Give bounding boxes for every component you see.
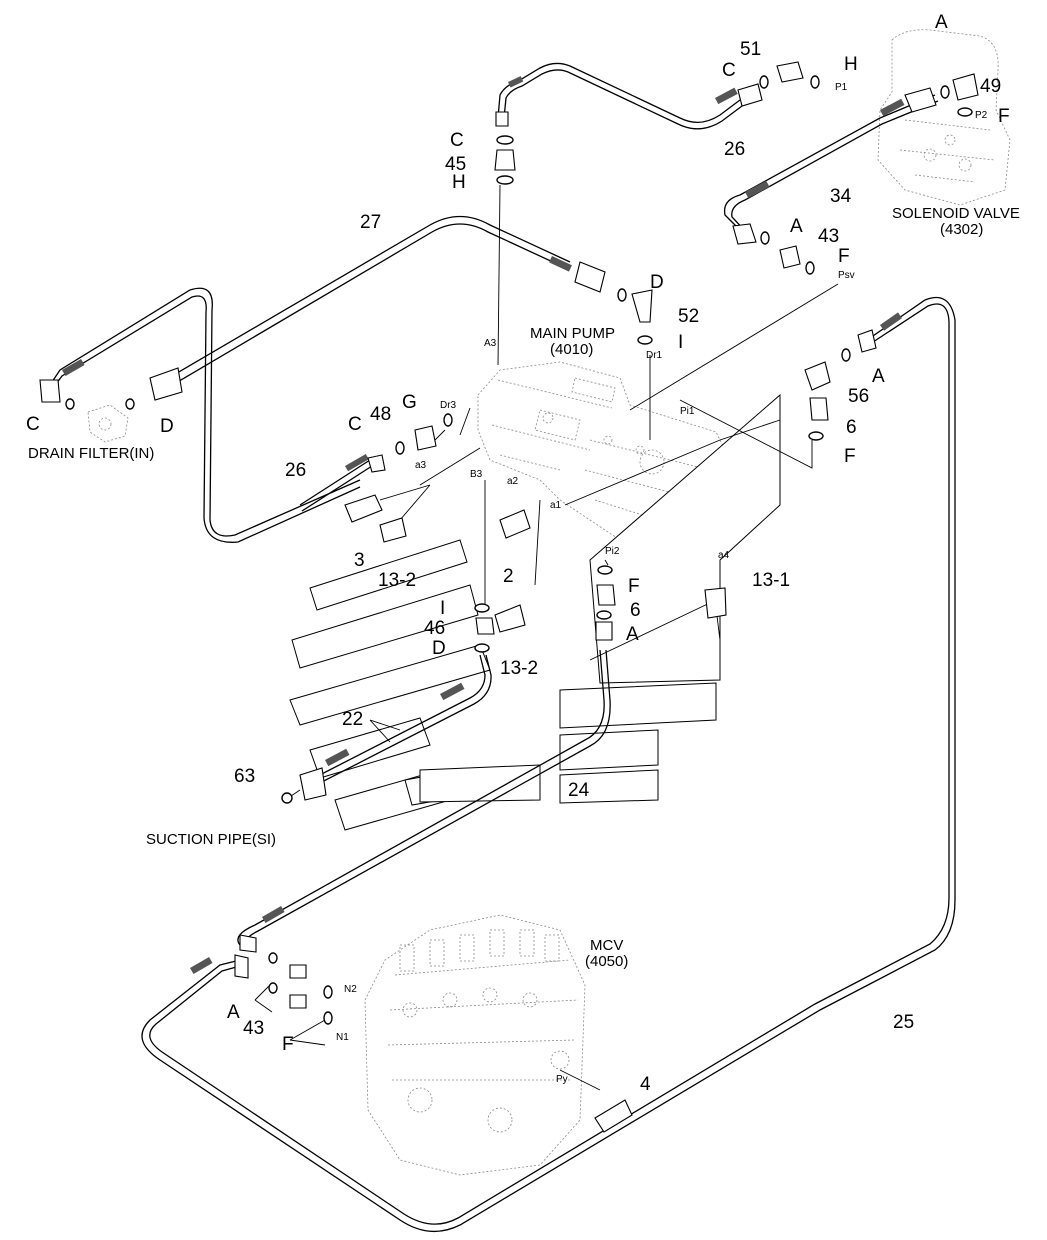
port-a4: a4 <box>718 550 730 561</box>
port-Py: Py <box>556 1074 568 1085</box>
callout-13-1: 13-1 <box>752 570 790 591</box>
mcv-label: MCV <box>590 937 623 954</box>
main-pump-code: (4010) <box>550 341 593 358</box>
hose-26-upper <box>495 62 763 130</box>
callout-3: 3 <box>354 550 365 571</box>
port-a2: a2 <box>507 476 519 487</box>
hose-22 <box>299 654 492 801</box>
hose-24 <box>237 649 611 953</box>
port-Pi1: Pi1 <box>680 406 695 417</box>
callout-52: 52 <box>678 306 699 327</box>
callout-2: 2 <box>503 566 514 587</box>
callout-13-2-left: 13-2 <box>378 570 416 591</box>
callout-C-top: C <box>450 130 464 151</box>
callout-D-left: D <box>160 416 174 437</box>
callout-C-left: C <box>26 414 40 435</box>
port-N1: N1 <box>336 1032 349 1043</box>
callout-56: 56 <box>848 386 869 407</box>
leader-lines <box>254 184 839 1091</box>
callout-A-43: A <box>790 216 803 237</box>
component-labels: DRAIN FILTER(IN) SOLENOID VALVE (4302) M… <box>28 205 1020 970</box>
callout-H-top: H <box>452 172 466 193</box>
callout-34: 34 <box>830 186 852 207</box>
port-Psv: Psv <box>838 270 855 281</box>
callout-F-43: F <box>838 246 850 267</box>
callout-6-right: 6 <box>846 417 857 438</box>
callout-D-46: D <box>432 638 446 659</box>
hose-34 <box>723 87 939 245</box>
port-Dr1: Dr1 <box>646 350 663 361</box>
callout-4: 4 <box>640 1074 651 1095</box>
callout-G: G <box>402 392 417 413</box>
port-N2: N2 <box>344 984 357 995</box>
hose-25 <box>141 296 956 1233</box>
callout-F-mcv: F <box>282 1034 294 1055</box>
port-Pi2: Pi2 <box>605 546 620 557</box>
drain-filter-outline <box>87 404 129 443</box>
callout-F-top: F <box>998 106 1010 127</box>
callout-6-mid: 6 <box>630 600 641 621</box>
hose-27 <box>39 215 606 543</box>
callout-I-46: I <box>440 598 445 619</box>
callout-26-upper: 26 <box>724 139 745 160</box>
solenoid-valve-code: (4302) <box>940 221 983 238</box>
hose-26-lower <box>299 454 386 512</box>
callout-F-pi2: F <box>628 576 640 597</box>
callout-63: 63 <box>234 766 255 787</box>
callout-46: 46 <box>424 618 445 639</box>
callout-numbers: 51 49 26 27 34 45 43 52 48 26 56 6 3 13-… <box>26 12 1010 1095</box>
callout-45: 45 <box>445 154 466 175</box>
port-A3: A3 <box>484 338 497 349</box>
callout-I-52: I <box>678 332 683 353</box>
mcv-outline <box>364 914 586 1176</box>
port-labels: P1 P2 Psv A3 Dr1 Dr3 a3 B3 a2 a1 Pi1 Pi2… <box>336 82 988 1085</box>
callout-F-6: F <box>844 446 856 467</box>
port-a1: a1 <box>550 500 562 511</box>
port-P1: P1 <box>835 82 848 93</box>
callout-A-mcv: A <box>227 1002 240 1023</box>
callout-26-lower: 26 <box>285 460 306 481</box>
mounting-plates <box>289 393 781 831</box>
solenoid-valve-label: SOLENOID VALVE <box>892 205 1020 222</box>
callout-48: 48 <box>370 404 391 425</box>
callout-51: 51 <box>740 39 761 60</box>
callout-49: 49 <box>980 76 1001 97</box>
callout-H-51: H <box>844 54 858 75</box>
callout-25: 25 <box>893 1012 914 1033</box>
drain-filter-label: DRAIN FILTER(IN) <box>28 445 154 462</box>
fittings <box>65 61 979 1133</box>
callout-13-2-right: 13-2 <box>500 658 538 679</box>
suction-pipe-label: SUCTION PIPE(SI) <box>146 831 276 848</box>
port-Dr3: Dr3 <box>440 400 457 411</box>
solenoid-valve-outline <box>877 29 1011 206</box>
callout-27: 27 <box>360 212 381 233</box>
callout-D-52: D <box>650 272 664 293</box>
port-P2: P2 <box>975 110 988 121</box>
callout-C-mid: C <box>348 414 362 435</box>
main-pump-label: MAIN PUMP <box>530 325 615 342</box>
callout-A-mid: A <box>626 624 639 645</box>
port-a3: a3 <box>415 460 427 471</box>
callout-43-top: 43 <box>818 226 839 247</box>
callout-24: 24 <box>568 780 590 801</box>
callout-A-top: A <box>935 12 948 33</box>
callout-C-51: C <box>722 60 736 81</box>
port-B3: B3 <box>470 469 483 480</box>
callout-A-56: A <box>872 366 885 387</box>
callout-22: 22 <box>342 709 363 730</box>
mcv-code: (4050) <box>585 953 628 970</box>
callout-43-bottom: 43 <box>243 1018 264 1039</box>
